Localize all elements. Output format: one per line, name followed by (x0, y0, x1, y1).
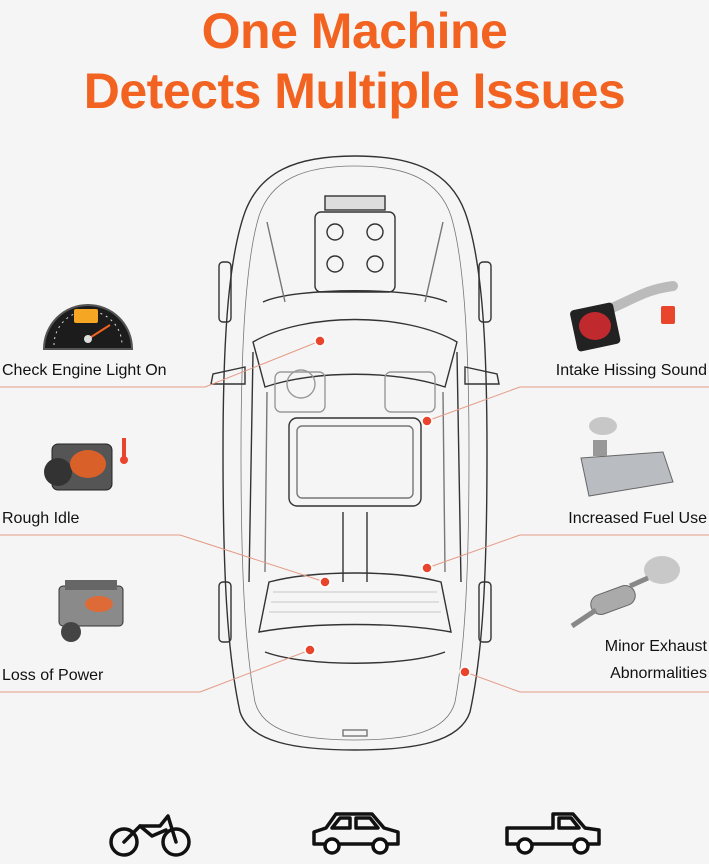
engine-block-icon (58, 580, 124, 642)
car-icon (312, 812, 400, 855)
label-intake-hissing: Intake Hissing Sound (555, 362, 707, 379)
motorcycle-icon (109, 814, 191, 857)
marker-rough-idle (319, 576, 331, 588)
engine-heat-icon (44, 438, 128, 491)
label-exhaust-line2: Abnormalities (610, 665, 707, 682)
title-line-1: One Machine (201, 3, 508, 59)
label-check-engine: Check Engine Light On (2, 362, 167, 379)
air-intake-icon (570, 281, 678, 352)
marker-check-engine (314, 335, 326, 347)
label-rough-idle: Rough Idle (2, 510, 80, 527)
label-exhaust-line1: Minor Exhaust (604, 638, 707, 655)
label-loss-of-power: Loss of Power (2, 667, 104, 684)
car-wireframe-illustration (210, 155, 500, 751)
label-fuel-use: Increased Fuel Use (568, 510, 707, 527)
speedometer-check-engine-icon (42, 304, 134, 350)
marker-fuel (421, 562, 433, 574)
title-line-2: Detects Multiple Issues (83, 63, 626, 119)
marker-intake (421, 415, 433, 427)
marker-loss-power (304, 644, 316, 656)
fuel-tank-icon (580, 417, 674, 497)
pickup-truck-icon (505, 812, 601, 855)
marker-exhaust (459, 666, 471, 678)
exhaust-muffler-icon (570, 556, 680, 629)
